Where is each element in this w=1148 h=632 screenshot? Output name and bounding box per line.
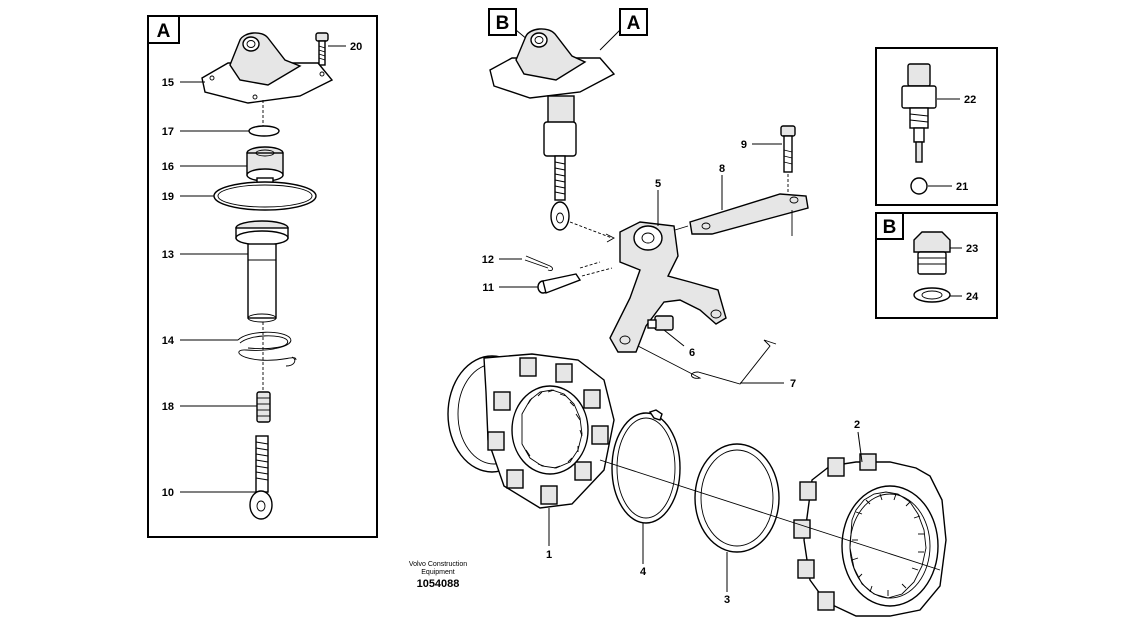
washer-24-drawing [913, 287, 951, 303]
plug-23-drawing [913, 231, 951, 275]
bolt-9-drawing [780, 125, 796, 192]
clevis-pin-11-drawing [537, 267, 613, 294]
seal-ring-19-drawing [213, 181, 317, 211]
ball-21-drawing [910, 177, 928, 195]
callout-9: 9 [741, 139, 747, 151]
detail-panel-sensor: 22 21 [875, 47, 998, 206]
cotter-pin-12-drawing [524, 255, 601, 271]
o-ring-17-drawing [248, 125, 280, 137]
callout-12: 12 [482, 254, 494, 266]
callout-4: 4 [640, 566, 647, 578]
callout-22: 22 [964, 94, 976, 106]
sensor-22-drawing [901, 63, 937, 163]
callout-14: 14 [162, 335, 175, 347]
snap-ring-4-drawing [611, 409, 681, 524]
main-a-tag: A [627, 13, 641, 34]
callout-7: 7 [790, 378, 796, 390]
main-b-tag: B [496, 13, 510, 34]
piston-13-drawing [235, 220, 289, 323]
brand-line-2: Equipment [421, 569, 455, 576]
doc-number: 1054088 [417, 578, 460, 590]
callout-21: 21 [956, 181, 968, 193]
callout-18: 18 [162, 401, 174, 413]
detail-panel-b: B 23 24 [875, 212, 998, 319]
callout-10: 10 [162, 487, 174, 499]
callout-11: 11 [482, 282, 494, 294]
callout-6: 6 [689, 347, 695, 359]
rod-end-10-drawing [249, 435, 273, 520]
callout-3: 3 [724, 594, 730, 606]
wire-7-drawing [637, 339, 777, 385]
fitting-6-drawing [647, 315, 674, 331]
link-8-drawing [689, 193, 809, 236]
callout-24: 24 [966, 291, 979, 303]
cover-15-drawing [201, 32, 334, 104]
callout-13: 13 [162, 249, 174, 261]
brand-line-1: Volvo Construction [409, 561, 467, 568]
sleeve-1-drawing [447, 353, 615, 509]
ring-3-drawing [694, 443, 780, 553]
callout-23: 23 [966, 243, 978, 255]
lever-5-drawing [609, 221, 727, 353]
actuator-assembly-drawing [489, 28, 616, 243]
figure-caption: Volvo Construction Equipment 1054088 [409, 561, 467, 590]
callout-17: 17 [162, 126, 174, 138]
pin-18-drawing [256, 391, 271, 423]
callout-8: 8 [719, 163, 725, 175]
panel-a-tag: A [157, 21, 171, 42]
callout-20: 20 [350, 41, 362, 53]
callout-2: 2 [854, 419, 860, 431]
gear-ring-2-drawing [793, 453, 947, 617]
callout-15: 15 [162, 77, 174, 89]
detail-panel-a: A [147, 15, 378, 538]
callout-1: 1 [546, 549, 552, 561]
bolt-20-drawing [315, 32, 329, 66]
callout-19: 19 [162, 191, 174, 203]
callout-16: 16 [162, 161, 174, 173]
callout-5: 5 [655, 178, 661, 190]
spring-clip-14-drawing [237, 331, 297, 367]
main-assembly: B A [447, 8, 947, 617]
panel-b-tag: B [883, 217, 897, 238]
